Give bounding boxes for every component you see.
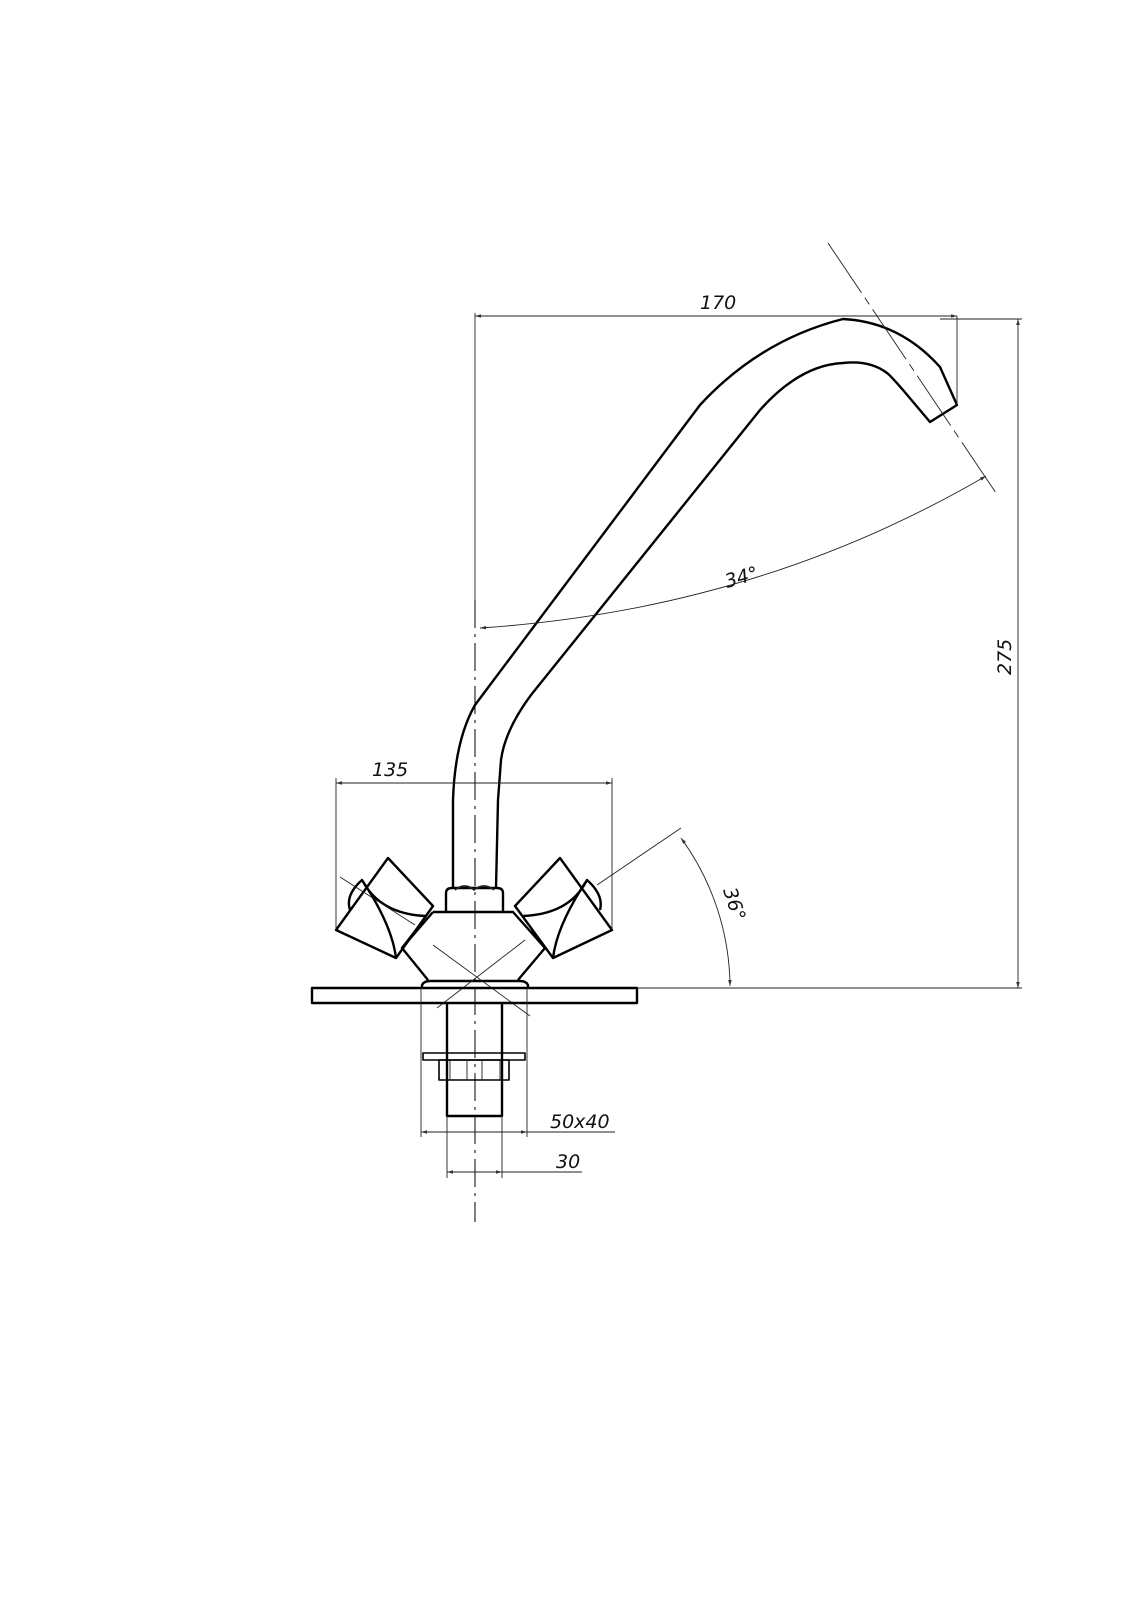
dimension-label-34deg: 34° <box>722 562 760 592</box>
spout-nut <box>444 885 505 912</box>
shank <box>422 1003 526 1118</box>
left-handle <box>334 856 435 960</box>
dimension-label-36deg: 36° <box>718 885 749 924</box>
dimension-label-30: 30 <box>556 1151 580 1173</box>
right-handle <box>513 856 614 960</box>
dimension-spout-reach: 170 <box>475 292 958 405</box>
valve-body <box>400 910 547 1017</box>
dimension-label-275: 275 <box>994 639 1016 675</box>
dimension-handle-angle: 36° <box>596 827 750 987</box>
dimension-label-170: 170 <box>700 292 736 314</box>
dimension-spout-angle: 34° <box>479 475 987 630</box>
dimension-total-height: 275 <box>637 318 1022 989</box>
dimension-label-135: 135 <box>372 759 408 781</box>
dimension-handle-span: 135 <box>335 759 613 930</box>
spout <box>451 242 999 889</box>
dimension-shank-diameter: 30 <box>446 1116 582 1178</box>
dimension-shank-size: 50x40 <box>420 988 615 1137</box>
mounting-plate <box>310 986 639 1005</box>
dimension-label-50x40: 50x40 <box>550 1111 610 1133</box>
